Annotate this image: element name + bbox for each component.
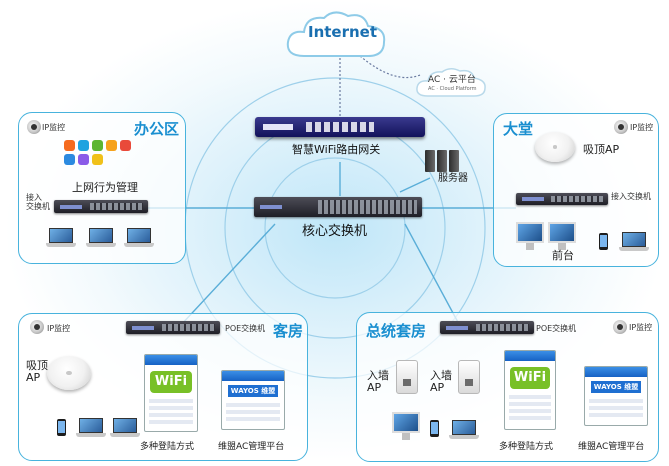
login-page-screenshot: WiFi: [504, 350, 556, 430]
wifi-gateway-router-icon: [255, 117, 425, 137]
ip-camera-label: IP监控: [630, 123, 654, 132]
suite-poe-switch-icon: [440, 321, 534, 334]
suite-wall-ap-2-label: 入墙 AP: [430, 369, 452, 394]
laptop-icon: [110, 418, 140, 438]
wifi-logo: WiFi: [150, 371, 192, 393]
link-core-guest: [179, 223, 276, 327]
lobby-access-switch-icon: [516, 193, 608, 205]
link-core-suite: [404, 223, 461, 327]
gateway-label: 智慧WiFi路由网关: [292, 143, 381, 156]
app-icon: [92, 140, 103, 151]
laptop-icon: [449, 420, 479, 440]
wayos-logo: WAYOS 维盟: [228, 385, 278, 397]
front-desk-label: 前台: [552, 249, 574, 262]
lobby-ceiling-ap-label: 吸顶AP: [583, 143, 620, 156]
app-icon: [64, 140, 75, 151]
cloud-platform-icon: [416, 68, 486, 97]
app-icon: [78, 154, 89, 165]
zone-lobby-title: 大堂: [503, 120, 534, 138]
wall-ap-icon: [396, 360, 418, 394]
office-access-switch-label: 接入 交换机: [26, 193, 50, 211]
internet-label: Internet: [308, 23, 378, 41]
ceiling-ap-icon: [47, 356, 91, 390]
link-internet-cloudplatform: [359, 55, 421, 79]
phone-icon: [430, 420, 439, 437]
wall-ap-icon: [458, 360, 480, 394]
laptop-icon: [86, 228, 116, 248]
ac-platform-screenshot: WAYOS 维盟: [221, 370, 285, 430]
imac-icon: [392, 412, 420, 442]
phone-icon: [57, 419, 66, 436]
wifi-logo: WiFi: [510, 367, 550, 389]
wayos-logo: WAYOS 维盟: [591, 381, 641, 393]
guest-ac-platform-label: 维盟AC管理平台: [218, 442, 285, 452]
app-icon: [120, 140, 131, 151]
laptop-icon: [619, 232, 649, 252]
app-grid: [64, 140, 136, 165]
ip-camera-label: IP监控: [42, 123, 66, 132]
laptop-icon: [76, 418, 106, 438]
app-icon: [106, 140, 117, 151]
link-core-server: [399, 177, 431, 193]
ip-camera-label: IP监控: [47, 324, 71, 333]
suite-ac-platform-label: 维盟AC管理平台: [578, 442, 645, 452]
behavior-mgmt-label: 上网行为管理: [72, 181, 138, 194]
guest-poe-switch-icon: [126, 321, 220, 334]
phone-icon: [599, 233, 608, 250]
app-icon: [92, 154, 103, 165]
zone-guest-room-title: 客房: [273, 322, 304, 340]
office-access-switch-icon: [54, 200, 148, 213]
ip-camera-icon: [614, 120, 628, 134]
server-icon: [449, 150, 459, 172]
cloud-platform-label: AC · 云平台: [428, 75, 476, 85]
suite-wall-ap-1-label: 入墙 AP: [367, 369, 389, 394]
laptop-icon: [46, 228, 76, 248]
laptop-icon: [124, 228, 154, 248]
ip-camera-icon: [30, 320, 44, 334]
login-page-screenshot: WiFi: [144, 354, 198, 432]
server-icon: [437, 150, 447, 172]
app-icon: [78, 140, 89, 151]
imac-icon: [516, 222, 544, 252]
server-label: 服务器: [438, 173, 468, 184]
core-switch-icon: [254, 197, 422, 217]
zone-suite-title: 总统套房: [366, 322, 427, 340]
cloud-platform-sublabel: AC · Cloud Platform: [428, 86, 477, 92]
ip-camera-icon: [27, 120, 41, 134]
ac-platform-screenshot: WAYOS 维盟: [584, 366, 648, 426]
suite-poe-switch-label: POE交换机: [536, 324, 577, 333]
zone-office-title: 办公区: [134, 120, 180, 138]
guest-poe-switch-label: POE交换机: [225, 324, 266, 333]
guest-ceiling-ap-label: 吸顶 AP: [26, 359, 48, 384]
app-icon: [64, 154, 75, 165]
lobby-access-switch-label: 接入交换机: [611, 192, 651, 201]
suite-login-label: 多种登陆方式: [499, 442, 554, 452]
ceiling-ap-icon: [535, 132, 575, 162]
internet-cloud-icon: [286, 11, 386, 57]
guest-login-label: 多种登陆方式: [140, 442, 195, 452]
server-icon: [425, 150, 435, 172]
ip-camera-icon: [613, 320, 627, 334]
ip-camera-label: IP监控: [629, 323, 653, 332]
imac-icon: [548, 222, 576, 252]
core-switch-label: 核心交换机: [302, 224, 368, 239]
